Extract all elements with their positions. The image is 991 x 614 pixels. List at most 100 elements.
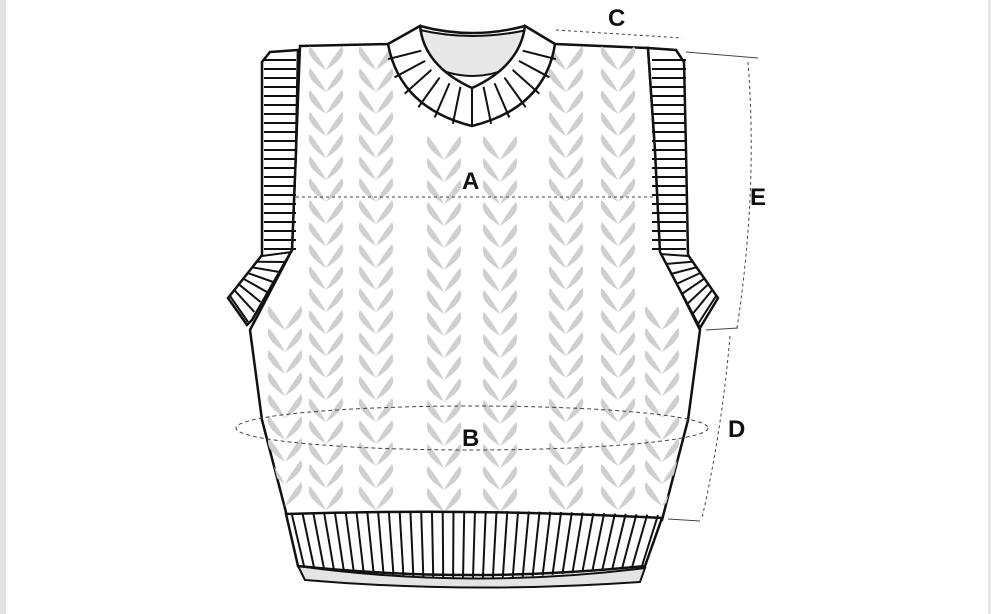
hem-rib [366,512,375,574]
cable-stitch-right [500,488,518,512]
cable-stitch-left [600,332,618,356]
hem-rib [430,511,435,578]
cable-stitch-left [308,420,326,444]
cable-stitch-left [308,68,326,92]
cable-stitch-left [548,178,566,202]
cable-stitch-left [548,310,566,334]
cable-stitch-right [326,178,344,202]
right-rib [691,289,713,315]
cable-stitch-right [444,312,462,336]
cable-stitch-right [376,486,394,510]
cable-stitch-right [500,422,518,446]
hem-rib [641,514,659,567]
hem-rib [591,513,606,572]
cable-stitch-left [548,90,566,114]
cable-stitch-right [376,464,394,488]
cable-stitch-left [600,420,618,444]
cable-stitch-right [566,376,584,400]
label-b: B [462,425,479,452]
left-armhole-rib-lines [229,59,296,323]
cable-stitch-left [308,200,326,224]
cable-stitch-left [600,200,618,224]
cable-stitch-right [326,244,344,268]
cable-stitch-right [285,460,303,484]
cable-stitch-right [566,266,584,290]
hem-rib [581,512,595,573]
cable-stitch-right [285,372,303,396]
right-armhole-rib-lines [652,59,717,325]
cable-stitch-left [548,244,566,268]
cable-stitch-right [566,178,584,202]
cable-stitch-left [358,486,376,510]
cable-stitch-left [600,90,618,114]
hem-rib [541,511,552,576]
cable-stitch-left [358,46,376,70]
cable-stitch-left [308,266,326,290]
cable-stitch-left [426,422,444,446]
cable-stitch-right [285,350,303,374]
cable-stitch-left [358,244,376,268]
cable-stitch-right [500,202,518,226]
cable-stitch-right [376,134,394,158]
cable-stitch-right [376,310,394,334]
cable-stitch-left [482,488,500,512]
cable-stitch-left [358,200,376,224]
cable-stitch-right [326,288,344,312]
cable-stitch-right [326,156,344,180]
cable-stitch-right [618,200,636,224]
cable-stitch-right [618,398,636,422]
cable-stitch-left [548,442,566,466]
hem-rib [323,513,335,570]
cable-stitch-right [618,376,636,400]
cable-stitch-right [662,416,680,440]
cable-stitch-left [426,312,444,336]
cable-stitch-left [358,288,376,312]
cable-stitch-right [566,354,584,378]
cable-stitch-right [618,222,636,246]
neck-rib [503,76,527,108]
cable-stitch-left [548,288,566,312]
cable-stitch-right [566,68,584,92]
cable-stitch-right [500,180,518,204]
cable-stitch-right [376,68,394,92]
cable-stitch-right [618,288,636,312]
hem-rib [621,514,638,569]
cable-stitch-left [600,156,618,180]
cable-stitch-left [548,464,566,488]
hem-rib [561,512,573,575]
cable-stitch-left [308,398,326,422]
cable-stitch-left [426,158,444,182]
cable-stitch-right [566,464,584,488]
cable-stitch-right [500,466,518,490]
hem-rib [601,513,616,571]
neck-rib [394,59,426,79]
cable-stitch-right [500,312,518,336]
cable-stitch-right [326,200,344,224]
cable-stitch-left [482,422,500,446]
cable-stitch-right [444,356,462,380]
cable-stitch-right [566,90,584,114]
cable-stitch-right [662,460,680,484]
cable-stitch-left [548,398,566,422]
neck-rib [404,69,433,95]
cable-stitch-right [500,268,518,292]
hem-rib [481,510,487,578]
hem-rib [301,514,315,568]
cable-stitch-right [285,394,303,418]
cable-stitch-right [326,266,344,290]
cable-stitch-right [500,378,518,402]
armhole-depth-top-tick [685,51,759,59]
hem-rib [501,511,509,578]
hem-rib [377,512,385,575]
cable-stitch-right [618,46,636,70]
hem-rib [571,512,584,574]
cable-stitch-right [376,442,394,466]
cable-column [548,46,584,510]
left-rib [229,295,249,323]
cable-stitch-right [618,464,636,488]
cable-stitch-left [308,244,326,268]
cable-stitch-left [600,178,618,202]
hem-rib [551,511,563,576]
cable-stitch-left [358,332,376,356]
